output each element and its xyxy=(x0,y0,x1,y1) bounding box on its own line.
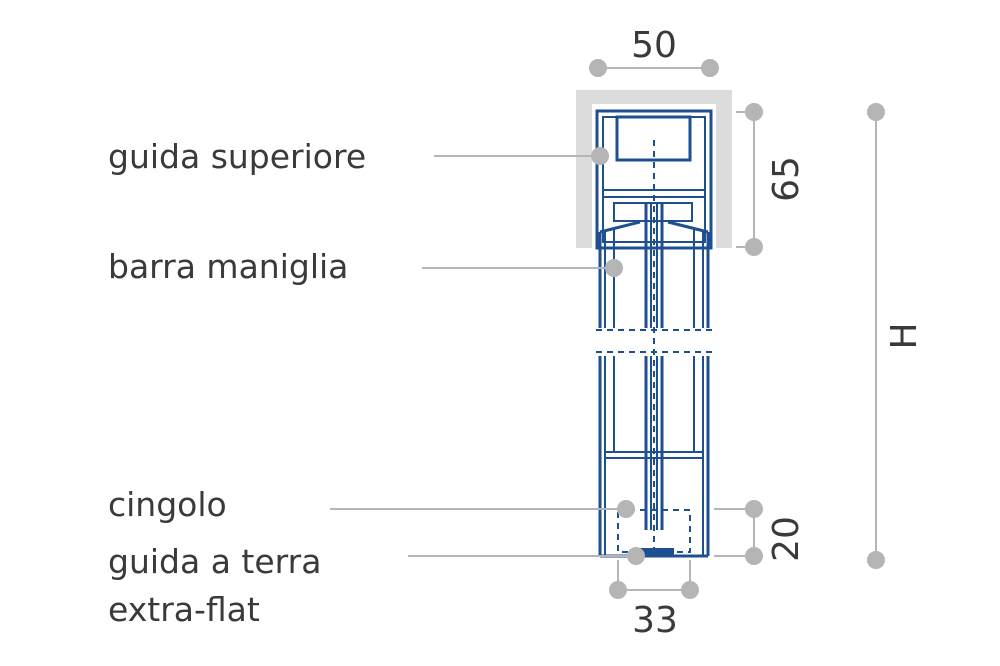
label-belt: cingolo xyxy=(108,485,227,524)
dimension-total-height: H xyxy=(867,103,925,569)
dimension-value-h: H xyxy=(884,322,925,349)
label-top-guide: guida superiore xyxy=(108,137,366,176)
leaders xyxy=(330,147,645,565)
label-handle-bar: barra maniglia xyxy=(108,247,348,286)
dimension-floor-guide-width: 33 xyxy=(609,560,699,641)
label-floor-guide-line1: guida a terra xyxy=(108,542,321,581)
dimension-floor-guide-height: 20 xyxy=(714,500,807,565)
door-leaf-upper xyxy=(596,203,712,331)
top-guide-profile xyxy=(595,109,713,556)
dimension-width-top: 50 xyxy=(589,25,719,77)
door-leaf-lower xyxy=(596,351,712,558)
label-floor-guide-line2: extra-flat xyxy=(108,590,260,629)
ceiling-housing xyxy=(576,90,732,248)
dimension-value-50: 50 xyxy=(631,25,677,66)
dimension-top-guide-height: 65 xyxy=(736,103,807,256)
dimension-value-65: 65 xyxy=(766,156,807,202)
dimension-value-33: 33 xyxy=(632,600,678,641)
dimension-value-20: 20 xyxy=(766,516,807,562)
